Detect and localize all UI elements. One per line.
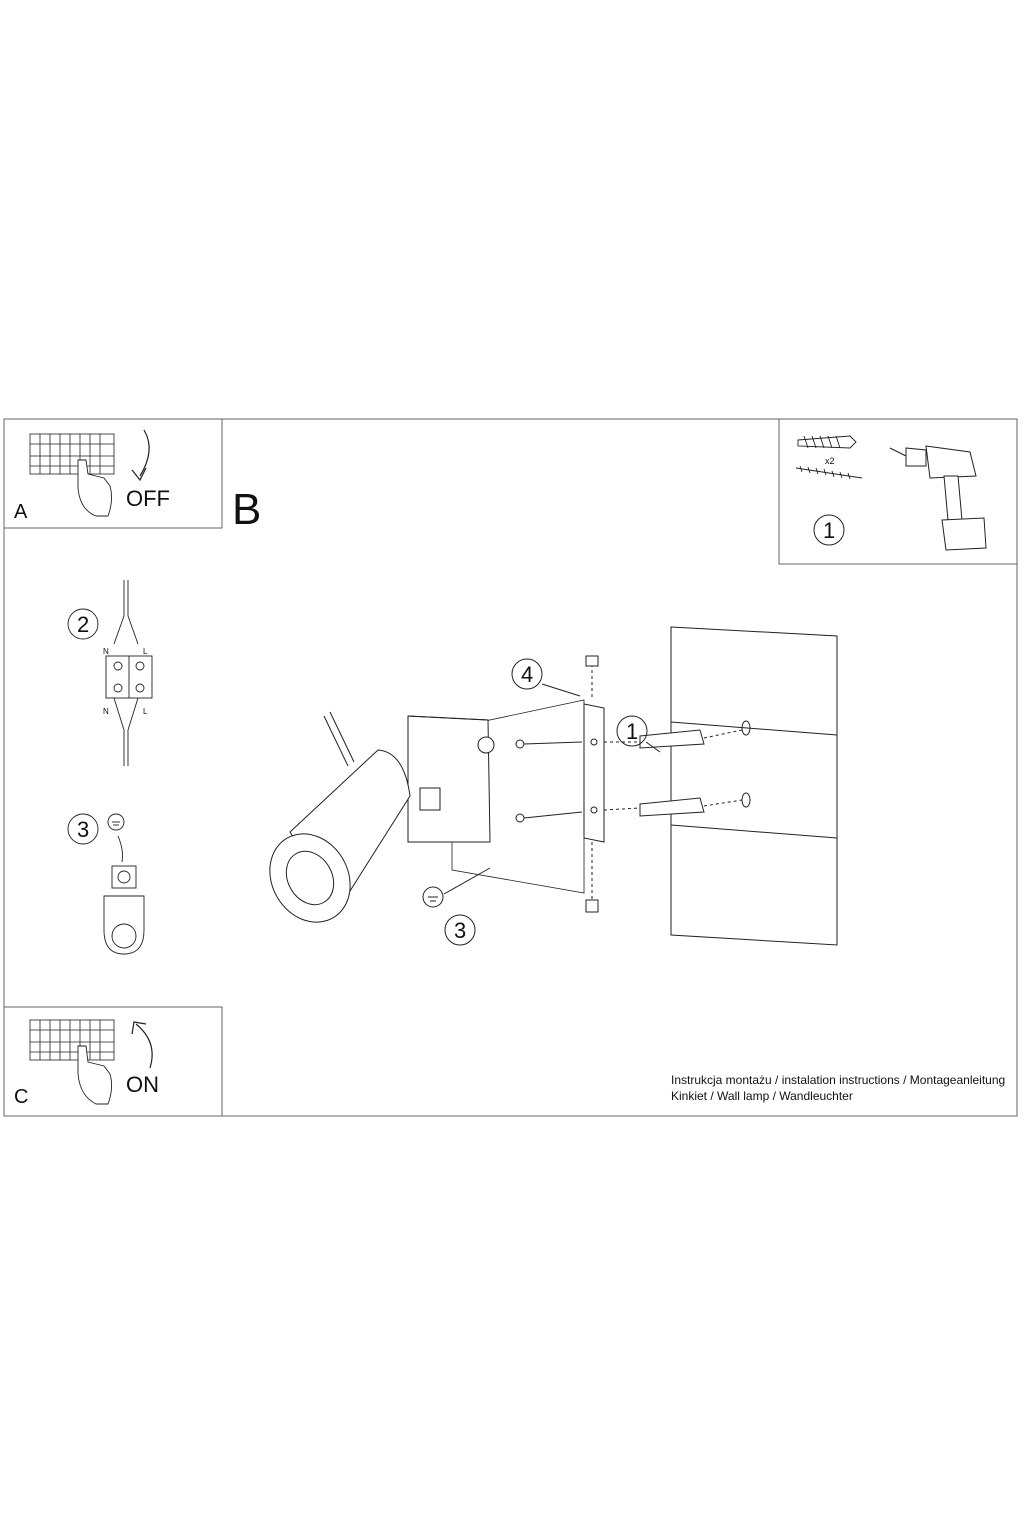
step-3-badge (67, 813, 99, 845)
caption: Instrukcja montażu / instalation instruc… (671, 1072, 1005, 1104)
step-4-number: 4 (521, 662, 533, 687)
panel-c-box (3, 1006, 223, 1117)
wall-plug-icon (797, 435, 857, 449)
connector-block-diagram (67, 580, 153, 766)
step-1-main-badge (616, 715, 648, 747)
up-arrow-head-icon (131, 1021, 147, 1035)
ground-symbol-icon (422, 886, 444, 908)
down-arrow-head-icon (131, 467, 147, 482)
step-1-number: 1 (823, 518, 835, 543)
step-3-main-number: 3 (454, 918, 466, 943)
kit-quantity: x2 (825, 456, 835, 466)
screw-icon (795, 465, 863, 480)
connector-n-bottom: N (103, 707, 109, 716)
step-2-number: 2 (77, 612, 89, 637)
fixture-housing (407, 715, 491, 843)
step-1-badge (813, 514, 845, 546)
connector-l-top: L (143, 647, 148, 656)
up-arrow-icon (135, 1023, 153, 1069)
panel-a-box (3, 418, 223, 529)
connector-l-bottom: L (143, 707, 148, 716)
main-assembly-diagram (269, 626, 838, 946)
breaker-box-icon (29, 1019, 115, 1061)
breaker-box-icon (29, 433, 115, 475)
step-4-badge (511, 658, 543, 690)
wall-hole (741, 720, 751, 736)
panel-c-letter: C (14, 1086, 28, 1108)
down-arrow-icon (139, 429, 150, 477)
panel-c-power-on (3, 1006, 223, 1117)
mounting-bracket (583, 703, 605, 843)
caption-line-1: Instrukcja montażu / instalation instruc… (671, 1073, 1006, 1087)
panel-a-switch-label: OFF (126, 486, 170, 511)
ground-terminal-diagram (67, 813, 145, 955)
connector-n-top: N (103, 647, 109, 656)
wall-plug (639, 797, 705, 817)
step-2-badge (67, 608, 99, 640)
panel-a-letter: A (14, 501, 28, 523)
hand-icon (77, 459, 113, 517)
panel-kit-box (778, 418, 1018, 565)
wall-panel (670, 626, 838, 946)
drill-icon (889, 445, 987, 551)
step-3-number: 3 (77, 817, 89, 842)
outer-frame (3, 418, 1018, 1117)
hand-icon (77, 1045, 113, 1105)
panel-c-switch-label: ON (126, 1072, 159, 1097)
panel-kit (778, 418, 1018, 565)
panel-b-letter: B (232, 485, 261, 534)
step-3-main-badge (444, 914, 476, 946)
ground-symbol-icon (107, 813, 125, 831)
caption-line-2: Kinkiet / Wall lamp / Wandleuchter (671, 1089, 853, 1103)
step-1-main-number: 1 (626, 719, 638, 744)
panel-a-power-off (3, 418, 223, 529)
